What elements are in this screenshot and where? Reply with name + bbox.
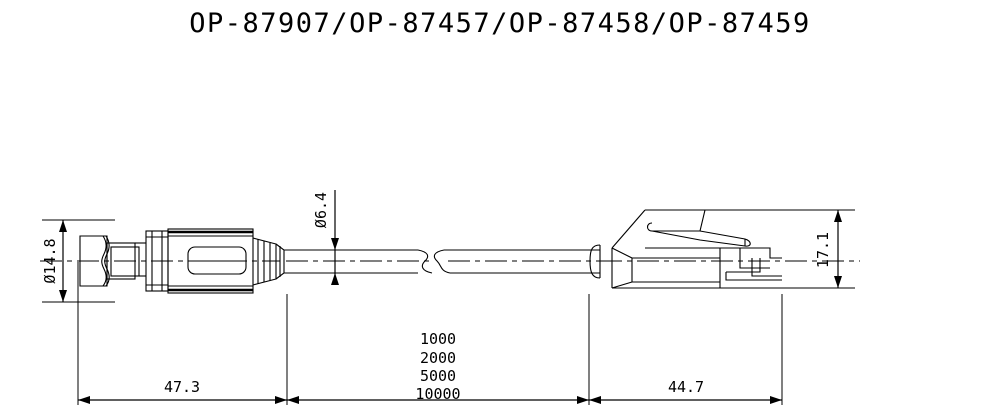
- left-circular-connector: [79, 228, 285, 294]
- right-modular-plug: [589, 209, 782, 289]
- dimension-text-height-17-1: 17.1: [814, 232, 832, 268]
- cable-length-option-2000: 2000: [420, 349, 456, 367]
- connector-key-window: [106, 242, 140, 280]
- connector-collar: [135, 242, 146, 277]
- dimension-text-47-3: 47.3: [164, 378, 200, 396]
- bottom-extension-lines: [77, 262, 783, 405]
- dimension-left-connector-diameter: Ø14.8: [41, 219, 115, 303]
- cable-length-option-5000: 5000: [420, 367, 456, 385]
- drawing-title: OP-87907/OP-87457/OP-87458/OP-87459: [189, 8, 811, 39]
- round-cable: [284, 249, 600, 274]
- cable-break-symbol: [417, 249, 433, 274]
- connector-main-body: [167, 228, 254, 294]
- cable-length-option-1000: 1000: [420, 330, 456, 348]
- plug-body: [611, 209, 782, 289]
- dimension-cable-diameter: Ø6.4: [312, 190, 339, 285]
- connector-strain-relief: [252, 237, 285, 286]
- connector-flange: [145, 230, 169, 292]
- dimension-text-44-7: 44.7: [668, 378, 704, 396]
- cable-length-option-10000: 10000: [415, 385, 460, 403]
- dimension-cable-length: 1000 2000 5000 10000: [287, 330, 589, 404]
- dimension-text-diameter-14-8: Ø14.8: [41, 238, 59, 283]
- plug-latch-clip: [646, 209, 751, 247]
- dimension-text-diameter-6-4: Ø6.4: [312, 192, 330, 228]
- plug-cable-boot: [589, 244, 601, 279]
- dimension-right-plug-length: 44.7: [589, 378, 782, 404]
- dimension-left-connector-length: 47.3: [78, 378, 287, 404]
- dimension-plug-height: 17.1: [740, 209, 855, 289]
- connector-front-cap: [79, 235, 110, 287]
